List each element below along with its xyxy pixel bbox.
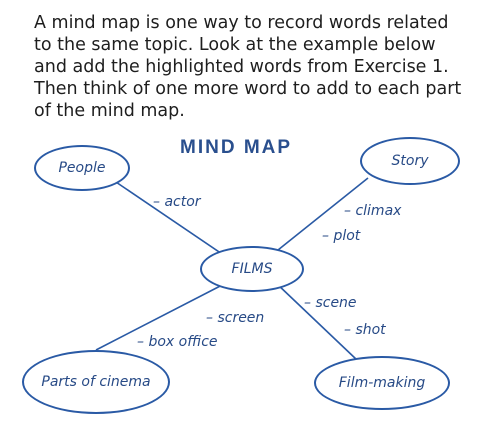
word-actor: – actor (153, 194, 201, 210)
word-box-office: – box office (137, 334, 218, 350)
word-scene: – scene (304, 295, 357, 311)
link-film-making (275, 282, 358, 361)
node-parts-of-cinema: Parts of cinema (22, 350, 170, 414)
node-films: FILMS (200, 246, 304, 292)
instruction-line: to the same topic. Look at the example b… (34, 35, 436, 55)
link-people (109, 177, 229, 259)
word-shot: – shot (344, 322, 386, 338)
node-film-making: Film-making (314, 356, 450, 410)
word-climax: – climax (344, 203, 402, 219)
instruction-line: Then think of one more word to add to ea… (34, 79, 462, 99)
mind-map-title: MIND MAP (180, 137, 293, 158)
node-people: People (34, 145, 130, 191)
word-screen: – screen (206, 310, 265, 326)
link-story (277, 177, 369, 251)
instruction-line: of the mind map. (34, 101, 185, 121)
instruction-line: A mind map is one way to record words re… (34, 13, 449, 33)
instruction-line: and add the highlighted words from Exerc… (34, 57, 449, 77)
instructions-text: A mind map is one way to record words re… (34, 12, 494, 122)
node-story: Story (360, 137, 460, 185)
word-plot: – plot (322, 228, 361, 244)
link-parts-of-cinema (95, 281, 229, 351)
